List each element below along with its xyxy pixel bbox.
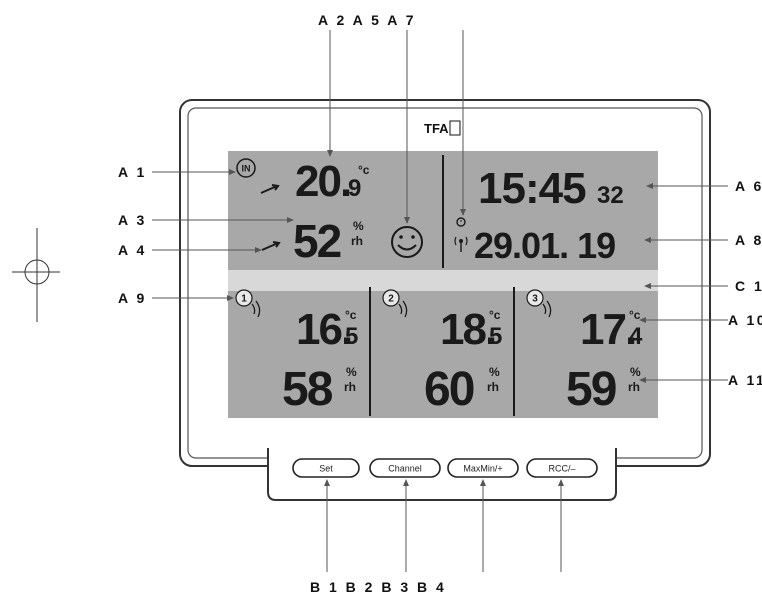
channel-temp-decimal: 5 — [345, 323, 358, 350]
channel-hum-rh: rh — [487, 380, 499, 394]
callout-a9: A 9 — [118, 290, 147, 306]
indoor-badge — [236, 158, 256, 178]
indoor-hum-trend-icon — [261, 241, 281, 251]
indoor-hum-rh: rh — [351, 234, 363, 248]
indoor-panel: IN 20. 9 °c 52 % rh — [236, 157, 423, 267]
clock-panel: 15:45 32 29.01. 19 — [454, 164, 624, 266]
channel-badge: 1 — [241, 294, 247, 305]
clock-time: 15:45 — [478, 164, 586, 213]
channel-signal-icon — [251, 300, 261, 318]
callout-leaders — [152, 30, 728, 572]
svg-text:TFA: TFA — [424, 121, 449, 136]
channel-hum-rh: rh — [628, 380, 640, 394]
callout-b1-b4: B 1 B 2 B 3 B 4 — [310, 579, 446, 595]
channel-panel-2: 2 18. 5 °c 60 % rh — [382, 289, 502, 416]
channel-hum-pct: % — [630, 365, 641, 379]
channel-temp-main: 16. — [296, 305, 351, 354]
callout-a6: A 6 — [735, 178, 762, 194]
maxmin-plus-button-label: MaxMin/+ — [463, 464, 502, 474]
channel-temp-unit: °c — [345, 308, 357, 322]
comfort-smiley-icon — [391, 226, 423, 258]
indoor-badge-label: IN — [242, 164, 251, 174]
channel-temp-unit: °c — [489, 308, 501, 322]
channel-signal-icon — [542, 300, 552, 318]
indoor-temp-trend-icon — [260, 184, 280, 194]
channel-badge: 2 — [388, 294, 394, 305]
alarm-clock-icon — [456, 217, 466, 227]
indoor-temp-unit: °c — [358, 163, 370, 177]
callout-a3: A 3 — [118, 212, 147, 228]
channel-temp-unit: °c — [629, 308, 641, 322]
callout-a4: A 4 — [118, 242, 147, 258]
channel-badge: 3 — [532, 294, 538, 305]
channel-hum-pct: % — [346, 365, 357, 379]
callout-a11: A 11 — [728, 372, 762, 388]
channel-humidity: 60 — [424, 363, 474, 416]
channel-temp-main: 18. — [440, 305, 495, 354]
lcd-lower — [228, 291, 658, 418]
clock-seconds: 32 — [597, 182, 624, 209]
set-button-label: Set — [319, 464, 333, 474]
channel-temp-main: 17. — [580, 305, 635, 354]
rcc-minus-button[interactable]: RCC/– — [526, 458, 598, 478]
channel-panel-3: 3 17. 4 °c 59 % rh — [526, 289, 643, 416]
channel-temp-decimal: 4 — [629, 323, 643, 350]
channel-hum-rh: rh — [344, 380, 356, 394]
callout-a10: A 10 — [728, 312, 762, 328]
callout-a8: A 8 — [735, 232, 762, 248]
indoor-temp-main: 20. — [295, 157, 350, 206]
indoor-hum-pct: % — [353, 219, 364, 233]
channel-panel-1: 1 16. 5 °c 58 % rh — [235, 289, 358, 416]
channel-temp-decimal: 5 — [489, 323, 502, 350]
brand-logo: TFA — [424, 120, 461, 136]
clock-date: 29.01. 19 — [474, 225, 615, 266]
channel-hum-pct: % — [489, 365, 500, 379]
indoor-temp-decimal: 9 — [348, 175, 361, 202]
channel-signal-icon — [398, 300, 408, 318]
maxmin-plus-button[interactable]: MaxMin/+ — [447, 458, 519, 478]
channel-humidity: 58 — [282, 363, 333, 416]
callout-c1: C 1 — [735, 278, 762, 294]
set-button[interactable]: Set — [292, 458, 360, 478]
rcc-minus-button-label: RCC/– — [548, 464, 575, 474]
callout-a1: A 1 — [118, 164, 147, 180]
registration-mark — [12, 228, 60, 322]
indoor-humidity: 52 — [293, 215, 341, 267]
channel-button-label: Channel — [388, 464, 422, 474]
radio-signal-icon — [454, 236, 468, 252]
channel-button[interactable]: Channel — [369, 458, 441, 478]
channel-humidity: 59 — [566, 363, 616, 416]
lcd-divider-band — [228, 270, 658, 291]
callout-a2-a5-a7: A 2 A 5 A 7 — [318, 12, 416, 28]
